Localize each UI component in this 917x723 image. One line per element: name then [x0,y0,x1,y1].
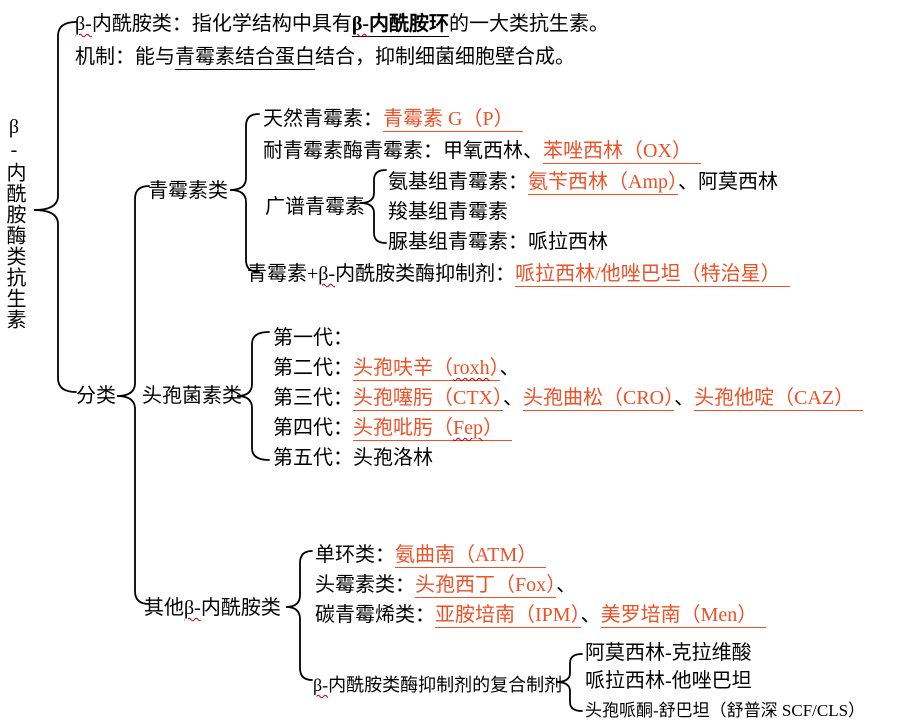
resistant-penicillin-line: 耐青霉素酶青霉素：甲氧西林、苯唑西林（OX） [263,139,701,164]
link-ceftriaxone[interactable]: 头孢曲松（CRO） [523,387,675,411]
compound-item-3: 头孢哌酮-舒巴坦（舒普深 SCF/CLS） [585,701,866,720]
cephalosporin-label: 头孢菌素类 [142,385,242,407]
link-ceftazidime[interactable]: 头孢他啶（CAZ） [694,387,864,411]
compound-label-text: 内酰胺类酶抑制剂的复合制剂 [328,675,563,695]
penicillin-label: 青霉素类 [148,180,228,202]
link-ampicillin[interactable]: 氨苄西林（Amp） [528,171,678,195]
link-cefuroxime-abbr: roxh [453,357,490,379]
link-cefepime-close: ） [483,417,503,439]
brace-penicillin [229,113,260,273]
other-label: 其他β-内酰胺类 [144,596,281,621]
root-title-beta: β- [3,116,25,162]
combo-prefix-a: 青霉素+ [247,263,319,285]
link-aztreonam[interactable]: 氨曲南（ATM） [395,544,547,568]
link-cefuroxime[interactable]: 头孢呋辛（roxh） [353,357,500,381]
cephamycin-line: 头霉素类：头孢西丁（Fox）、 [315,573,576,598]
definition-text-a: 内酰胺类：指化学结构中具有 [91,13,352,35]
link-imipenem[interactable]: 亚胺培南（IPM） [435,604,581,628]
monobactam-prefix: 单环类： [315,544,395,566]
pbp-term: 青霉素结合蛋白 [175,46,315,70]
link-cefuroxime-text: 头孢呋辛（ [353,357,453,379]
brace-cephalosporin [236,331,270,461]
gen2-suffix: 、 [499,357,520,379]
ring-term: 内酰胺环 [369,13,450,35]
monobactam-line: 单环类：氨曲南（ATM） [315,543,547,568]
brace-root [33,21,77,393]
classification-label: 分类 [76,385,116,407]
cephamycin-prefix: 头霉素类： [315,574,415,596]
mechanism-text-b: 结合，抑制细菌细胞壁合成。 [315,46,575,68]
combo-beta: β- [318,263,336,285]
broad-spectrum-label: 广谱青霉素 [265,196,365,218]
gen4-prefix: 第四代： [273,417,353,439]
other-label-beta: β- [184,597,201,619]
link-cefuroxime-close: ） [489,357,500,379]
carboxy-penicillin-line: 羧基组青霉素 [388,201,508,223]
root-title-text: 内酰胺酶类抗生素 [3,162,25,330]
link-meropenem[interactable]: 美罗培南（Men） [600,604,767,628]
mechanism-text-a: 机制：能与 [75,46,175,68]
gen3-line: 第三代：头孢噻肟（CTX）、头孢曲松（CRO）、头孢他啶（CAZ） [273,386,864,411]
cephamycin-suffix: 、 [556,574,577,596]
brace-broad-spectrum [359,169,387,244]
penicillin-combo-line: 青霉素+β-内酰胺类酶抑制剂：哌拉西林/他唑巴坦（特治星） [247,262,790,287]
link-cefotaxime[interactable]: 头孢噻肟（CTX） [353,387,503,411]
brace-compound [555,653,583,712]
amino-penicillin-prefix: 氨基组青霉素： [388,171,528,193]
other-label-b: 内酰胺类 [200,597,281,619]
link-piperacillin-tazobactam[interactable]: 哌拉西林/他唑巴坦（特治星） [515,263,790,287]
compound-label: β-内酰胺类酶抑制剂的复合制剂 [313,673,562,698]
definition-beta: β- [75,13,92,35]
brace-other [285,550,313,681]
compound-item-1: 阿莫西林-克拉维酸 [585,642,752,664]
gen5-line: 第五代：头孢洛林 [273,447,433,469]
carbapenem-sep: 、 [580,604,601,626]
gen3-prefix: 第三代： [273,387,353,409]
link-oxacillin[interactable]: 苯唑西林（OX） [543,140,701,164]
link-cefepime-text: 头孢吡肟（ [353,417,453,439]
gen2-line: 第二代：头孢呋辛（roxh）、 [273,356,520,381]
compound-item-2: 哌拉西林-他唑巴坦 [585,670,752,692]
link-penicillin-g[interactable]: 青霉素 G（P） [383,108,523,132]
ring-term-beta: β- [351,13,370,35]
definition-line: β-内酰胺类：指化学结构中具有β-内酰胺环的一大类抗生素。 [75,12,609,37]
gen2-prefix: 第二代： [273,357,353,379]
resistant-penicillin-prefix: 耐青霉素酶青霉素：甲氧西林、 [263,140,543,162]
gen4-line: 第四代：头孢吡肟（Fep） [273,416,512,441]
amino-penicillin-suffix: 、阿莫西林 [678,171,778,193]
gen3-sep1: 、 [503,387,523,409]
definition-text-b: 的一大类抗生素。 [449,13,610,35]
carbapenem-line: 碳青霉烯类：亚胺培南（IPM）、美罗培南（Men） [315,603,767,628]
brace-classification [116,185,150,605]
natural-penicillin-prefix: 天然青霉素： [263,108,383,130]
amino-penicillin-line: 氨基组青霉素：氨苄西林（Amp）、阿莫西林 [388,170,778,195]
link-cefepime[interactable]: 头孢吡肟（Fep） [353,417,512,441]
natural-penicillin-line: 天然青霉素：青霉素 G（P） [263,107,523,132]
combo-prefix-b: 内酰胺类酶抑制剂： [335,263,516,285]
gen3-sep2: 、 [674,387,695,409]
other-label-a: 其他 [144,597,184,619]
root-title: β-内酰胺酶类抗生素 [3,116,25,330]
ureido-penicillin-line: 脲基组青霉素：哌拉西林 [388,231,608,253]
link-cefoxitin[interactable]: 头孢西丁（Fox） [415,574,557,598]
compound-label-beta: β- [313,675,329,695]
mechanism-line: 机制：能与青霉素结合蛋白结合，抑制细菌细胞壁合成。 [75,45,575,70]
gen1-line: 第一代： [273,327,353,349]
link-cefepime-abbr: Fep [453,417,483,439]
carbapenem-prefix: 碳青霉烯类： [315,604,435,626]
